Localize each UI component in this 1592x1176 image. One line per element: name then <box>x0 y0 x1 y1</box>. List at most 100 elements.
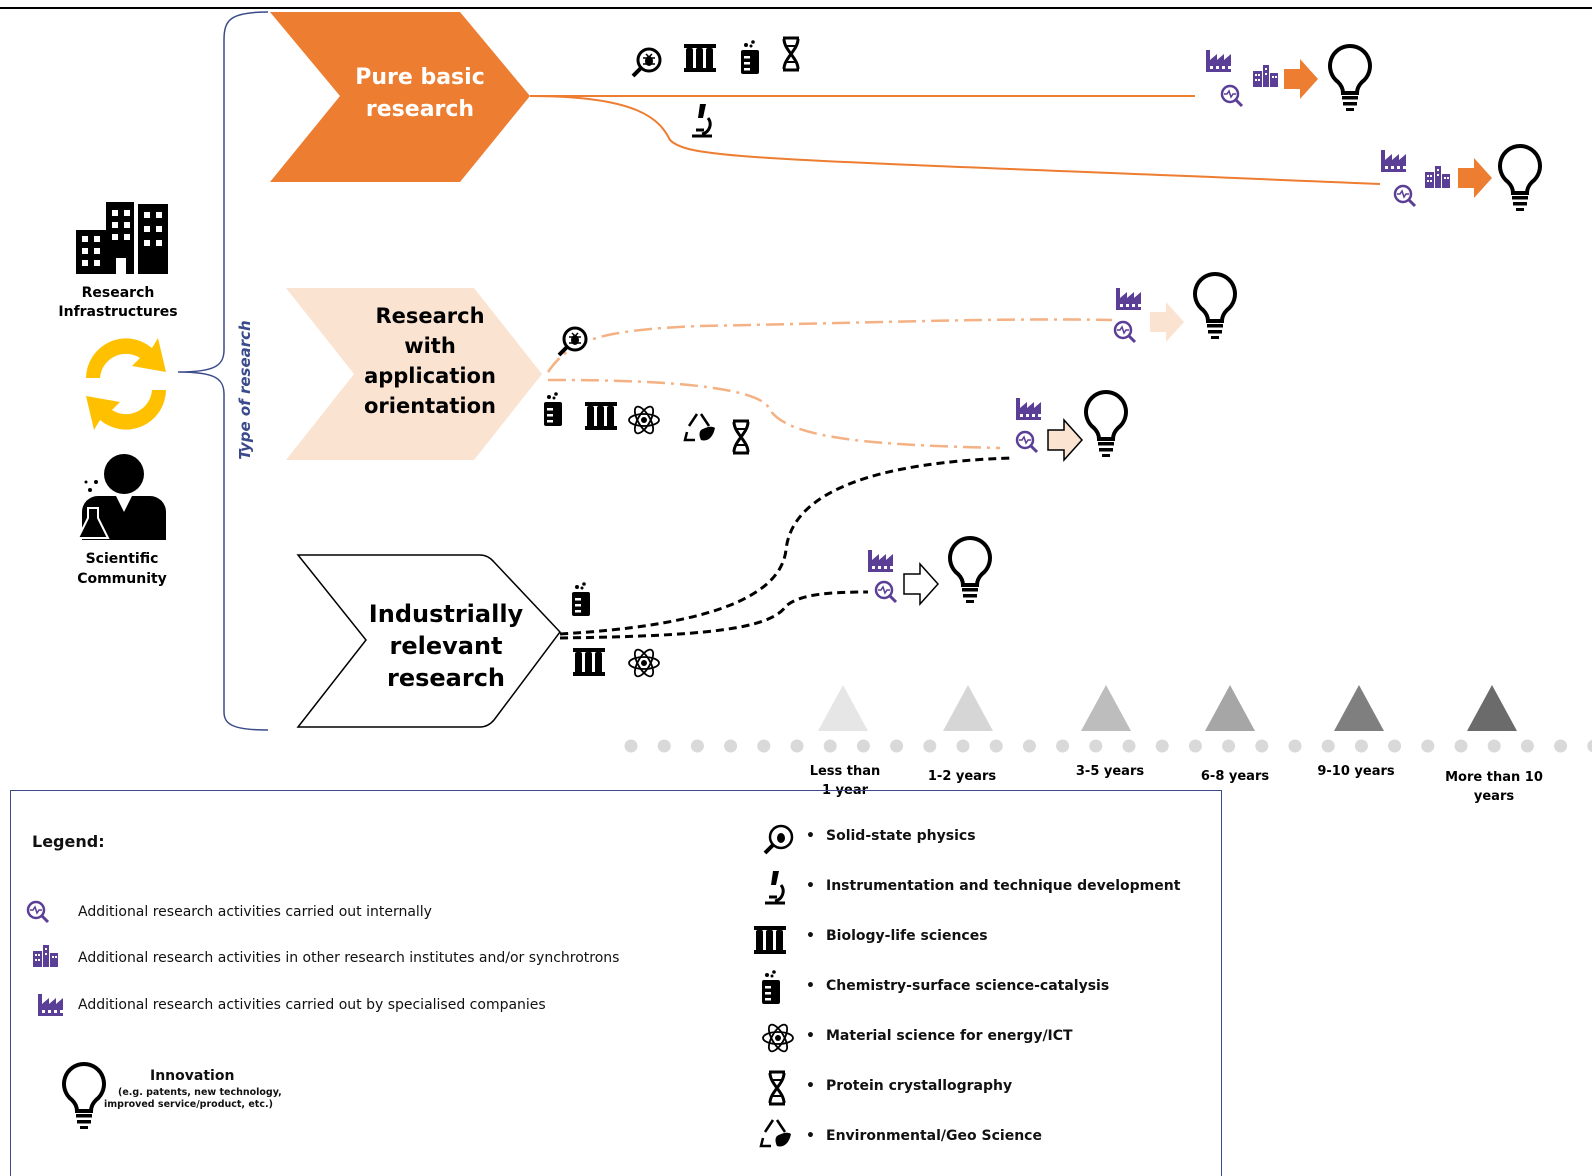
legend-innovation-sub1: (e.g. patents, new technology, <box>118 1087 282 1098</box>
type-of-research-bracket <box>177 11 269 731</box>
timeline-dot <box>1554 739 1568 753</box>
timeline-dot <box>1354 739 1368 753</box>
timeline-dot <box>1255 739 1269 753</box>
arrow-icon <box>1150 302 1184 342</box>
timeline-marker <box>1334 685 1384 731</box>
timeline-dot <box>856 739 870 753</box>
legend-bullet: • <box>806 978 815 994</box>
industrial-line-3: research <box>387 664 505 692</box>
legend-bullet: • <box>806 1028 815 1044</box>
magnifier-pulse-icon <box>1393 184 1417 208</box>
test-tubes-icon <box>585 402 617 430</box>
legend-field-chemistry: Chemistry-surface science-catalysis <box>826 978 1110 994</box>
pathway-industrial-1 <box>559 456 1013 636</box>
type-of-research-label: Type of research <box>236 320 254 459</box>
timeline-label-6b: years <box>1474 789 1514 804</box>
scientific-community-label-1: Scientific <box>86 551 159 567</box>
innovation-bulb-icon <box>1193 272 1237 341</box>
timeline-dot <box>1122 739 1136 753</box>
timeline-dot <box>1089 739 1103 753</box>
pathway-basic-2 <box>529 95 1381 185</box>
magnifier-pulse-icon <box>874 580 898 604</box>
pure-basic-line-2: research <box>366 97 474 122</box>
arrow-icon <box>903 563 939 605</box>
timeline-dot <box>956 739 970 753</box>
scientific-community-label-2: Community <box>77 571 167 587</box>
solid-state-magnifier-icon <box>557 326 588 357</box>
dna-icon <box>781 36 801 72</box>
legend-bullet: • <box>806 828 815 844</box>
timeline-dot <box>1056 739 1070 753</box>
application-line-3: application <box>364 364 496 388</box>
application-line-1: Research <box>375 304 484 328</box>
timeline-dot <box>1587 739 1592 753</box>
arrow-icon <box>1458 158 1492 198</box>
innovation-bulb-icon <box>1498 144 1542 213</box>
beaker-icon <box>544 392 562 426</box>
legend-bullet: • <box>806 1078 815 1094</box>
innovation-bulb-icon <box>1328 44 1372 113</box>
timeline-dot <box>1188 739 1202 753</box>
timeline-dot <box>1487 739 1501 753</box>
legend-bullet: • <box>806 878 815 894</box>
timeline-dot <box>1520 739 1534 753</box>
legend-title: Legend: <box>32 832 105 851</box>
research-institutes-icon <box>1253 65 1278 87</box>
pathway-application-2 <box>547 378 1001 450</box>
legend-field-instrumentation: Instrumentation and technique developmen… <box>826 878 1181 894</box>
chevron-application-oriented-research <box>286 288 542 460</box>
arrow-icon <box>1047 419 1083 461</box>
legend-bullet: • <box>806 1128 815 1144</box>
research-infrastructures-label-2: Infrastructures <box>58 304 177 320</box>
legend-field-protein: Protein crystallography <box>826 1078 1013 1094</box>
recycle-leaf-icon <box>683 412 717 442</box>
factory-icon <box>1016 398 1041 420</box>
timeline-label-3: 3-5 years <box>1076 764 1144 779</box>
beaker-icon <box>572 582 590 616</box>
research-infrastructures-icon <box>76 202 168 274</box>
legend-field-solid-state: Solid-state physics <box>826 828 976 844</box>
beaker-icon <box>741 40 759 74</box>
arrow-icon <box>1284 59 1318 99</box>
timeline-dot <box>923 739 937 753</box>
timeline-dot <box>890 739 904 753</box>
timeline-dot <box>790 739 804 753</box>
legend-field-biology: Biology-life sciences <box>826 928 988 944</box>
factory-icon <box>868 550 893 572</box>
timeline-label-4: 6-8 years <box>1201 769 1269 784</box>
legend-field-environmental: Environmental/Geo Science <box>826 1128 1042 1144</box>
timeline-label-6a: More than 10 <box>1445 770 1543 785</box>
pathway-industrial-2 <box>559 590 869 640</box>
factory-icon <box>1116 288 1141 310</box>
solid-state-magnifier-icon <box>631 47 662 78</box>
timeline-dot <box>1421 739 1435 753</box>
timeline-dot <box>1454 739 1468 753</box>
scientist-icon <box>76 454 166 540</box>
test-tubes-icon <box>573 648 605 676</box>
application-line-2: with <box>404 334 456 358</box>
timeline-label-2: 1-2 years <box>928 769 996 784</box>
legend-field-material-science: Material science for energy/ICT <box>826 1028 1073 1044</box>
legend-activity-companies: Additional research activities carried o… <box>78 997 546 1013</box>
legend-innovation-sub2: improved service/product, etc.) <box>104 1099 273 1110</box>
timeline-dot <box>757 739 771 753</box>
magnifier-pulse-icon <box>1113 320 1137 344</box>
timeline-dot <box>1388 739 1402 753</box>
legend-innovation-title: Innovation <box>150 1068 235 1084</box>
microscope-icon <box>690 102 714 138</box>
timeline-dot <box>724 739 738 753</box>
timeline-markers <box>818 685 1517 731</box>
dna-icon <box>731 419 751 455</box>
legend-bullet: • <box>806 928 815 944</box>
atom-icon <box>628 403 660 437</box>
timeline-dot <box>1022 739 1036 753</box>
timeline-label-1a: Less than <box>810 764 881 779</box>
timeline-dot <box>1222 739 1236 753</box>
atom-icon <box>628 646 660 680</box>
innovation-bulb-icon <box>1084 390 1128 459</box>
timeline-label-5: 9-10 years <box>1317 764 1395 779</box>
application-line-4: orientation <box>364 394 496 418</box>
chevron-industrially-relevant-research <box>296 554 561 728</box>
factory-icon <box>1381 150 1406 172</box>
